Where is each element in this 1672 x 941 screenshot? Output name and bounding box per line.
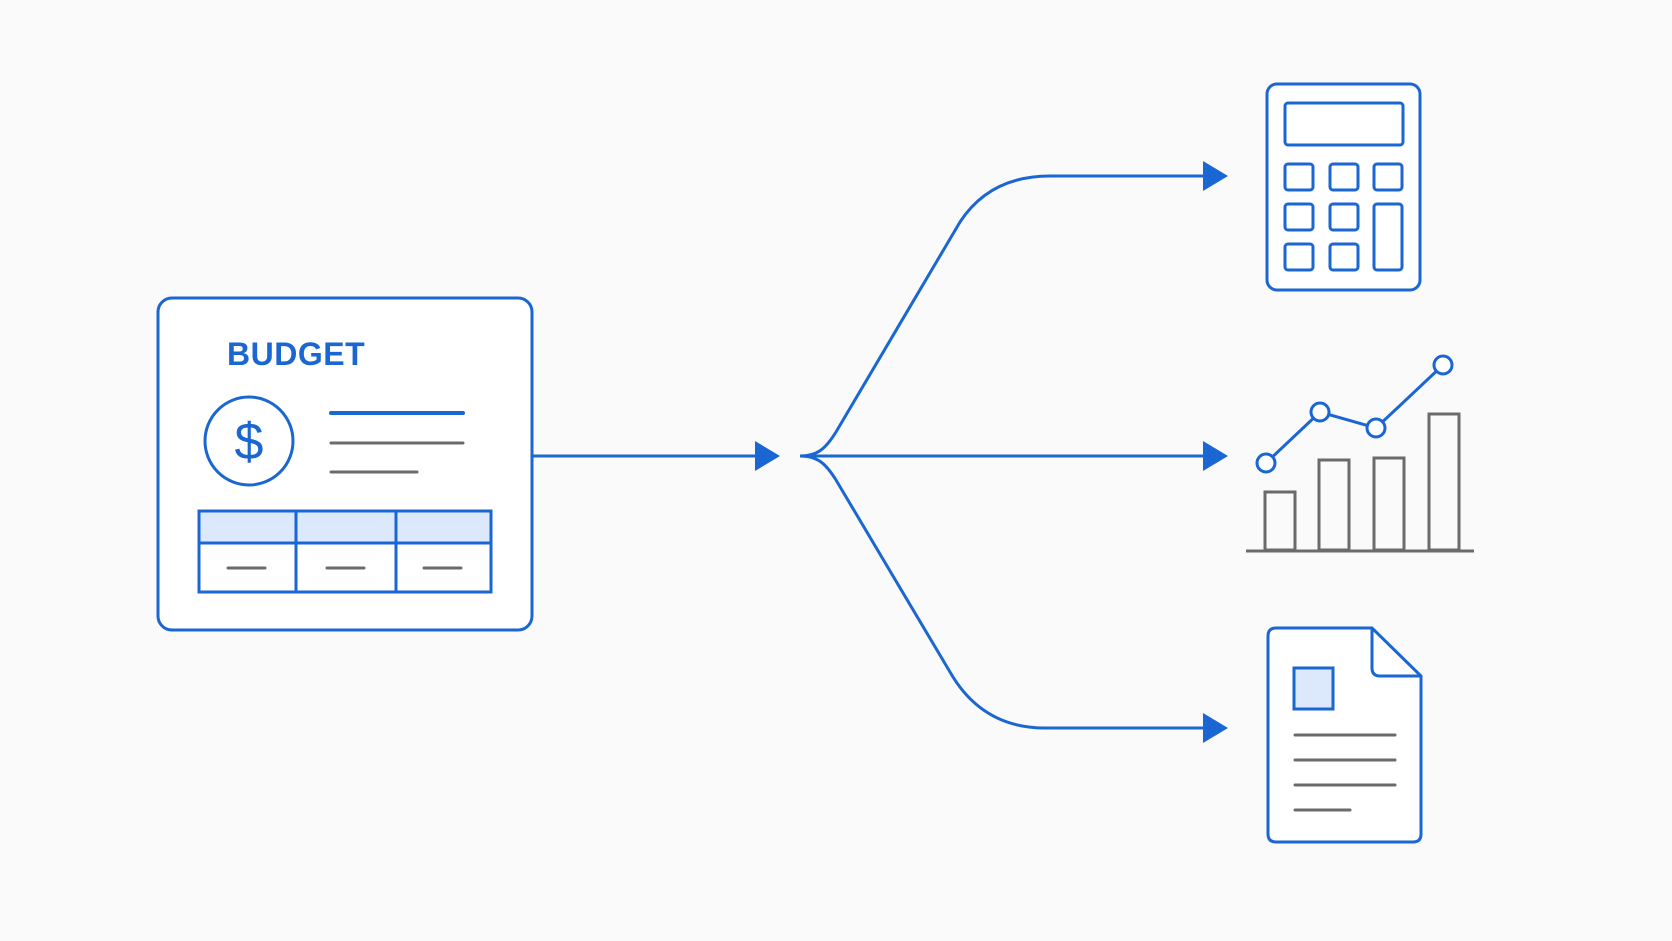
calculator-display (1283, 101, 1405, 147)
branch-to-calculator (799, 174, 1208, 458)
table-frame (197, 509, 493, 594)
calculator-icon (1265, 82, 1422, 292)
arrowheads (755, 161, 1228, 743)
input-arrowhead (755, 441, 780, 471)
branch-to-report (799, 454, 1208, 730)
flow-connectors (532, 174, 1208, 730)
trend-line (1264, 363, 1445, 465)
trend-points (1255, 354, 1454, 474)
dollar-circle-icon: $ (203, 395, 295, 487)
document-fold (1370, 628, 1421, 678)
chart-bars (1246, 412, 1474, 553)
budget-text-lines (329, 411, 465, 474)
calculator-arrowhead (1203, 161, 1228, 191)
budget-title: BUDGET (227, 336, 365, 372)
table-header-row (199, 511, 491, 543)
document-thumbnail (1292, 666, 1335, 711)
report-arrowhead (1203, 713, 1228, 743)
budget-table (197, 509, 493, 594)
currency-symbol: $ (235, 413, 264, 471)
report-document-icon (1266, 626, 1423, 844)
budget-card: BUDGET $ (156, 296, 534, 632)
chart-arrowhead (1203, 441, 1228, 471)
document-text-lines (1293, 733, 1397, 812)
growth-chart-icon (1246, 354, 1474, 553)
budget-card-frame (156, 296, 534, 632)
